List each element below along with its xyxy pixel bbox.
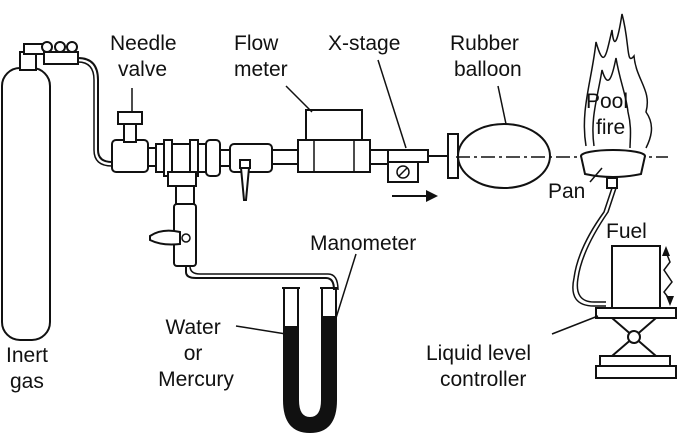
fuel-line [572,187,613,307]
pan [580,149,646,189]
shutoff-valve [229,143,299,201]
label-manometer: Manometer [310,232,416,255]
gas-cylinder [1,41,79,341]
liquid-level-controller [595,307,677,379]
label-fuel: Fuel [606,220,647,243]
label-rubber-balloon: Rubber balloon [450,32,525,81]
label-flow-meter: Flow meter [234,32,288,81]
pool-fire-flames [583,13,653,149]
up-down-arrow [662,246,674,306]
flow-meter [297,109,371,173]
rubber-balloon [447,123,551,189]
u-tube-manometer [282,287,338,434]
label-water-or-mercury: Water or Mercury [158,316,234,391]
t-fitting [155,139,221,205]
label-inert-gas: Inert gas [6,344,54,393]
label-liquid-level-controller: Liquid level controller [426,342,537,391]
x-stage [387,149,448,202]
label-needle-valve: Needle valve [110,32,182,81]
label-x-stage: X-stage [328,32,400,55]
gas-line [77,57,113,163]
needle-valve [111,111,157,173]
manometer-tube-line [185,266,335,291]
manometer-branch [149,203,197,267]
fuel-tank [611,245,661,309]
label-pan: Pan [548,180,585,203]
label-pool-fire: Pool fire [586,90,634,139]
